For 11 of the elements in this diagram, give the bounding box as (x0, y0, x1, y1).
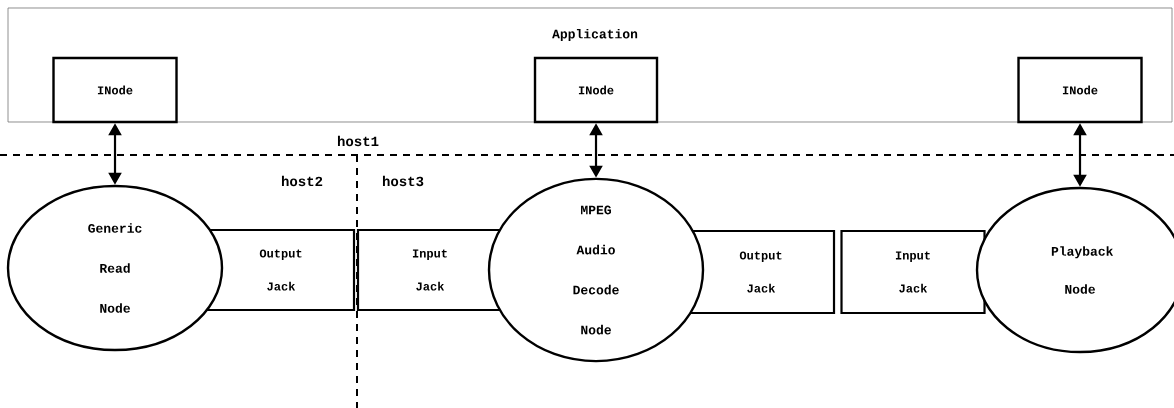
inode-box: INode (533, 56, 659, 124)
inode-box: INode (52, 56, 178, 124)
host-label: host2 (282, 175, 323, 187)
jack-box: Output Jack (206, 228, 356, 312)
inode-box: INode (1017, 56, 1143, 124)
host-label: host3 (383, 175, 424, 187)
host-label: host1 (338, 135, 379, 147)
node-label: Playback Node (1051, 246, 1114, 294)
jack-box: Input Jack (356, 228, 504, 312)
jack-box: Input Jack (840, 229, 986, 315)
jack-box: Output Jack (686, 229, 836, 315)
